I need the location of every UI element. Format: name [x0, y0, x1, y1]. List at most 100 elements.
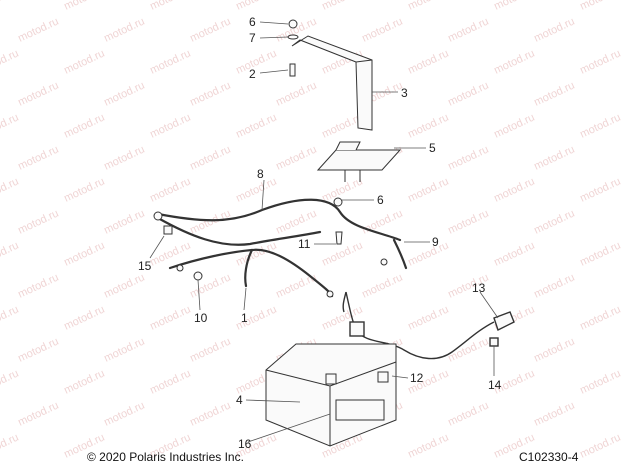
watermark-text: motod.ru — [16, 15, 60, 44]
callout-2: 2 — [249, 67, 256, 81]
terminal-part-12 — [377, 371, 389, 383]
watermark-text: motod.ru — [62, 303, 106, 332]
watermark-text: motod.ru — [446, 399, 490, 428]
watermark-text: motod.ru — [16, 207, 60, 236]
watermark-text: motod.ru — [406, 111, 450, 140]
watermark-text: motod.ru — [446, 15, 490, 44]
terminal-part-16 — [325, 373, 337, 385]
watermark-text: motod.ru — [532, 335, 576, 364]
watermark-text: motod.ru — [148, 175, 192, 204]
watermark-text: motod.ru — [406, 431, 450, 460]
watermark-text: motod.ru — [578, 111, 622, 140]
watermark-text: motod.ru — [234, 111, 278, 140]
watermark-text: motod.ru — [0, 431, 21, 460]
callout-4: 4 — [236, 393, 243, 407]
harness-part-13 — [342, 291, 515, 360]
watermark-text: motod.ru — [102, 79, 146, 108]
watermark-text: motod.ru — [320, 0, 364, 13]
watermark-text: motod.ru — [578, 303, 622, 332]
watermark-text: motod.ru — [234, 0, 278, 13]
watermark-text: motod.ru — [492, 111, 536, 140]
nut-part-6b — [333, 197, 343, 207]
watermark-text: motod.ru — [274, 79, 318, 108]
cable-terminals — [153, 197, 388, 298]
callout-3: 3 — [401, 86, 408, 100]
watermark-text: motod.ru — [62, 111, 106, 140]
watermark-text: motod.ru — [188, 207, 232, 236]
watermark-text: motod.ru — [492, 175, 536, 204]
hold-down-bracket — [287, 19, 373, 131]
watermark-text: motod.ru — [16, 79, 60, 108]
clip-part-11 — [335, 231, 343, 245]
watermark-text: motod.ru — [0, 303, 21, 332]
callout-7: 7 — [249, 31, 256, 45]
callout-8: 8 — [257, 167, 264, 181]
watermark-text: motod.ru — [0, 239, 21, 268]
watermark-text: motod.ru — [578, 0, 622, 13]
bolt-part-2 — [289, 63, 296, 77]
watermark-text: motod.ru — [274, 207, 318, 236]
watermark-text: motod.ru — [578, 431, 622, 460]
watermark-text: motod.ru — [532, 271, 576, 300]
watermark-text: motod.ru — [360, 271, 404, 300]
watermark-text: motod.ru — [62, 239, 106, 268]
watermark-text: motod.ru — [532, 207, 576, 236]
watermark-text: motod.ru — [274, 271, 318, 300]
figure-id-text: C102330-4 — [519, 450, 579, 464]
watermark-text: motod.ru — [532, 399, 576, 428]
watermark-text: motod.ru — [578, 239, 622, 268]
watermark-text: motod.ru — [102, 271, 146, 300]
watermark-text: motod.ru — [16, 143, 60, 172]
watermark-text: motod.ru — [492, 239, 536, 268]
watermark-text: motod.ru — [102, 143, 146, 172]
watermark-text: motod.ru — [578, 175, 622, 204]
watermark-text: motod.ru — [360, 207, 404, 236]
nut-part-6 — [288, 19, 298, 29]
watermark-text: motod.ru — [578, 367, 622, 396]
watermark-text: motod.ru — [188, 15, 232, 44]
watermark-text: motod.ru — [148, 47, 192, 76]
watermark-text: motod.ru — [406, 175, 450, 204]
watermark-text: motod.ru — [148, 367, 192, 396]
watermark-text: motod.ru — [446, 79, 490, 108]
watermark-text: motod.ru — [148, 0, 192, 13]
callout-5: 5 — [429, 141, 436, 155]
watermark-text: motod.ru — [406, 239, 450, 268]
watermark-text: motod.ru — [102, 207, 146, 236]
watermark-text: motod.ru — [102, 335, 146, 364]
watermark-text: motod.ru — [62, 367, 106, 396]
callout-13: 13 — [472, 281, 486, 295]
watermark-text: motod.ru — [62, 47, 106, 76]
watermark-text: motod.ru — [16, 399, 60, 428]
watermark-text: motod.ru — [188, 335, 232, 364]
watermark-text: motod.ru — [16, 335, 60, 364]
watermark-text: motod.ru — [188, 399, 232, 428]
callout-6-top: 6 — [249, 15, 256, 29]
watermark-text: motod.ru — [16, 271, 60, 300]
watermark-text: motod.ru — [0, 367, 21, 396]
watermark-text: motod.ru — [0, 111, 21, 140]
watermark-text: motod.ru — [0, 47, 21, 76]
copyright-text: © 2020 Polaris Industries Inc. — [87, 450, 244, 464]
watermark-text: motod.ru — [62, 0, 106, 13]
watermark-text: motod.ru — [62, 175, 106, 204]
watermark-text: motod.ru — [148, 303, 192, 332]
watermark-text: motod.ru — [492, 47, 536, 76]
watermark-text: motod.ru — [102, 15, 146, 44]
watermark-text: motod.ru — [446, 143, 490, 172]
callout-14: 14 — [488, 378, 502, 392]
watermark-text: motod.ru — [102, 399, 146, 428]
callout-10: 10 — [194, 311, 208, 325]
watermark-text: motod.ru — [148, 111, 192, 140]
watermark-text: motod.ru — [0, 175, 21, 204]
watermark-text: motod.ru — [0, 0, 21, 13]
watermark-text: motod.ru — [492, 0, 536, 13]
watermark-text: motod.ru — [148, 239, 192, 268]
watermark-text: motod.ru — [406, 303, 450, 332]
nut-part-10 — [193, 271, 203, 281]
watermark-text: motod.ru — [578, 47, 622, 76]
watermark-text: motod.ru — [532, 79, 576, 108]
callout-11: 11 — [298, 237, 311, 251]
